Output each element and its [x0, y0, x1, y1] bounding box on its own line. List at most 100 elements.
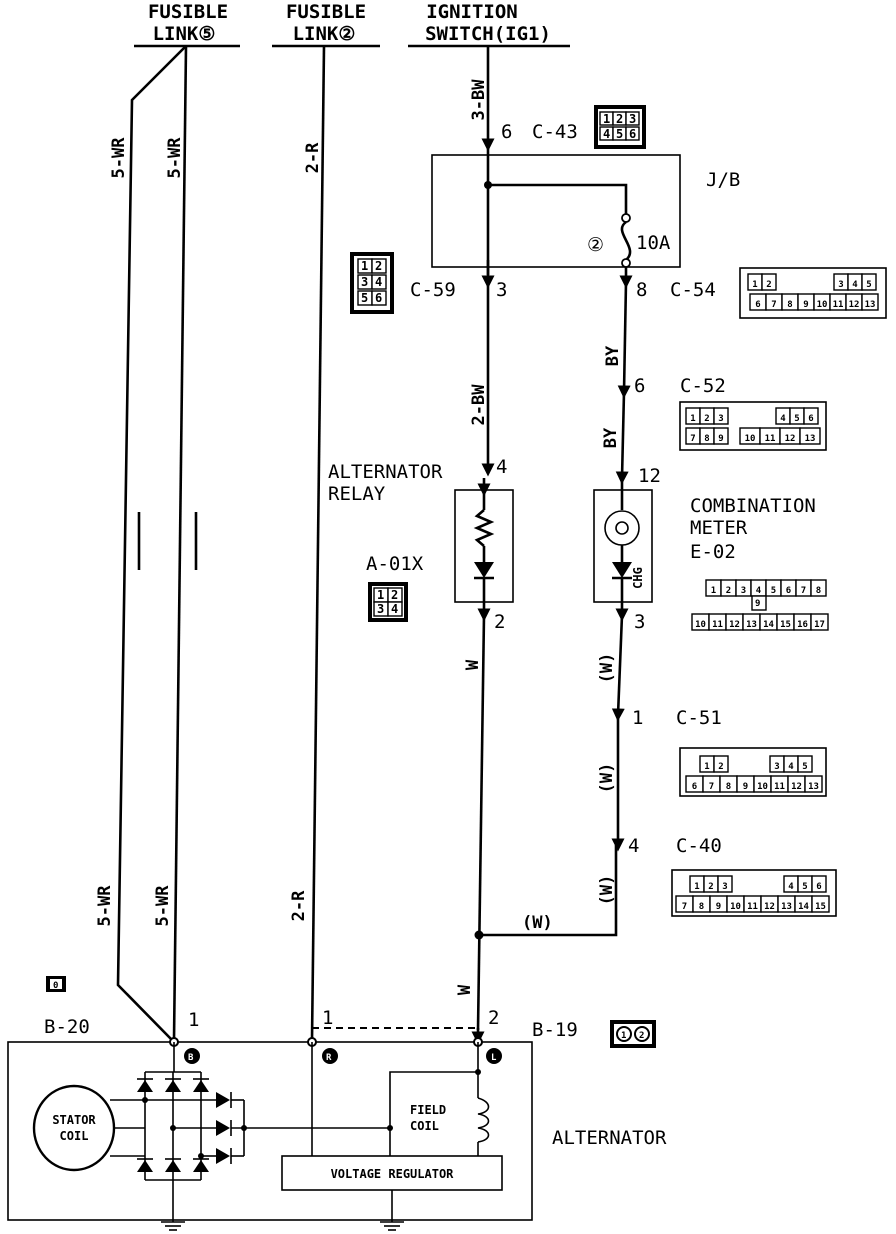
fusible-link-2-line2: LINK② [293, 23, 356, 45]
b19-pin-2: 2 [488, 1007, 499, 1029]
c59-cell: 3 [361, 275, 368, 289]
a01x-cell: 3 [377, 602, 384, 616]
wire-label-5wr-c: 5-WR [95, 885, 115, 927]
c51-cell: 1 [704, 762, 709, 772]
wire-fusible-link-2: 2-R 2-R [289, 45, 326, 1041]
a01x-cell: 1 [377, 588, 384, 602]
c40-cell: 5 [802, 882, 807, 892]
c40-cell: 13 [781, 902, 792, 912]
b20-pin: 1 [188, 1009, 199, 1031]
c52-cell: 6 [808, 414, 813, 424]
wire-label-w-paren-b: (W) [597, 763, 617, 794]
wire-label-5wr-a: 5-WR [109, 137, 129, 179]
terminal-r: R [322, 1048, 338, 1064]
c52-cell: 4 [780, 414, 786, 424]
shield-mark-text: 0 [53, 981, 58, 991]
b20-label: B-20 [44, 1016, 90, 1038]
meter-title-line1: COMBINATION [690, 495, 816, 517]
jb-fuse-rating: 10A [636, 232, 671, 254]
wire-label-w-b: W [455, 984, 475, 995]
c59-label: C-59 [410, 279, 456, 301]
combination-meter: CHG 3 [593, 478, 653, 633]
c54-cell: 5 [866, 280, 871, 290]
c54-cell: 13 [865, 300, 876, 310]
wire-meter-ground-branch: (W) 1 C-51 (W) 4 C-40 (W) [597, 614, 722, 905]
wire-label-w-a: W [463, 659, 483, 670]
stator-coil: STATOR COIL [32, 1084, 145, 1172]
wire-label-2r-b: 2-R [289, 890, 309, 921]
c40-cell: 9 [716, 902, 721, 912]
c43-cell: 6 [629, 127, 636, 141]
jb-fuse-number: ② [587, 234, 604, 256]
c54-cell: 7 [771, 300, 776, 310]
c59-cell: 2 [375, 259, 382, 273]
c51-cell-box [797, 755, 813, 773]
wire-ignition: 3-BW 6 C-43 [469, 46, 578, 152]
c51-cell: 12 [791, 782, 802, 792]
c52-pin: 6 [634, 375, 645, 397]
c52-cell: 12 [785, 434, 796, 444]
c40-cell: 15 [815, 902, 826, 912]
c43-pin: 6 [501, 121, 512, 143]
e02-cell: 12 [729, 620, 740, 630]
c54-cell: 2 [766, 280, 771, 290]
field-line1: FIELD [410, 1103, 446, 1117]
e02-cell: 11 [712, 620, 723, 630]
stator-line1: STATOR [52, 1113, 96, 1127]
voltage-regulator: VOLTAGE REGULATOR [281, 1155, 503, 1212]
c40-cell: 14 [798, 902, 809, 912]
c54-pin: 8 [636, 279, 647, 301]
c51-cell: 2 [718, 762, 723, 772]
c52-cell: 8 [704, 434, 709, 444]
header-fusible-link-2: FUSIBLE LINK② [272, 1, 380, 48]
c54-cell: 12 [849, 300, 860, 310]
wire-label-2bw: 2-BW [469, 384, 489, 426]
c52-cell: 10 [745, 434, 756, 444]
c54-cell: 8 [787, 300, 792, 310]
field-coil: FIELD COIL [389, 1042, 490, 1156]
e02-cell: 2 [726, 586, 731, 596]
c43-cell: 1 [603, 112, 610, 126]
c40-cell-box [717, 875, 733, 893]
header-fusible-link-5: FUSIBLE LINK⑤ [134, 1, 240, 48]
regulator-label: VOLTAGE REGULATOR [331, 1167, 455, 1181]
terminal-b: B [184, 1048, 200, 1064]
e02-cell: 8 [816, 586, 821, 596]
wire-relay-branch: 2-BW 4 ALTERNATOR RELAY [328, 282, 507, 505]
c40-cell: 1 [694, 882, 699, 892]
b19-pin-1: 1 [322, 1007, 333, 1029]
c43-cell: 5 [616, 127, 623, 141]
c43-cell: 3 [629, 112, 636, 126]
ignition-switch-line1: IGNITION [426, 1, 518, 23]
meter-pin-out: 3 [634, 611, 645, 633]
c54-cell-box [861, 293, 879, 311]
c52-cell: 13 [805, 434, 816, 444]
header-ignition-switch: IGNITION SWITCH(IG1) [408, 1, 570, 48]
c40-cell: 4 [788, 882, 794, 892]
connector-b19-icon: 1 2 [610, 1020, 656, 1048]
fusible-link-5-line1: FUSIBLE [148, 1, 228, 23]
c59-cell: 1 [361, 259, 368, 273]
wire-label-5wr-b: 5-WR [165, 137, 185, 179]
c51-cell-box [804, 775, 823, 793]
alternator-relay: 2 [454, 478, 514, 633]
c51-cell: 10 [757, 782, 768, 792]
e02-cell-box [810, 579, 827, 597]
fusible-link-5-line2: LINK⑤ [153, 23, 216, 45]
wire-label-by-a: BY [603, 345, 623, 366]
c40-cell: 2 [708, 882, 713, 892]
c54-cell: 11 [833, 300, 844, 310]
wire-label-2r-a: 2-R [303, 142, 323, 173]
c43-label: C-43 [532, 121, 578, 143]
e02-cell: 16 [797, 620, 808, 630]
c54-cell: 4 [852, 280, 858, 290]
